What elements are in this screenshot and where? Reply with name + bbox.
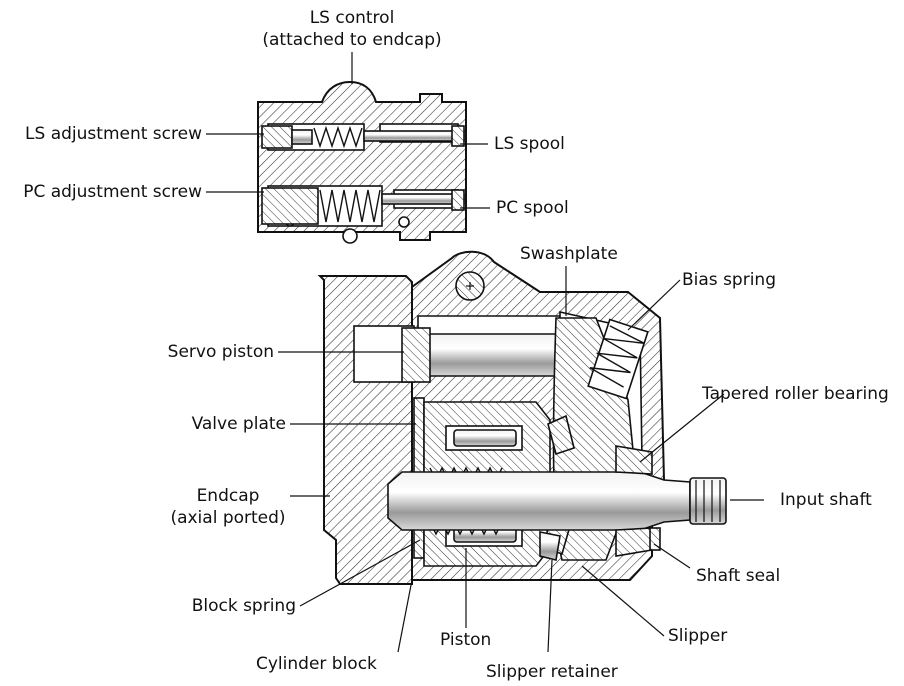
servo-piston-label: Servo piston: [167, 342, 274, 362]
slipper-retainer-part: [539, 531, 561, 561]
servo-piston-part: [401, 327, 561, 383]
input-shaft-label: Input shaft: [780, 490, 872, 510]
tapered-roller-bearing-label: Tapered roller bearing: [702, 384, 889, 404]
pc-adjustment-screw-part: [261, 187, 319, 225]
cylinder-block-label: Cylinder block: [256, 654, 377, 674]
ls-adjustment-screw-label: LS adjustment screw: [25, 124, 202, 144]
ls-spool-part: [363, 125, 465, 147]
ls-adjustment-screw-part: [261, 125, 313, 149]
valve-plate-label: Valve plate: [191, 414, 286, 434]
ls-spring-part: [313, 125, 363, 149]
input-shaft-part: [387, 471, 727, 531]
slipper-retainer-label: Slipper retainer: [486, 662, 618, 682]
piston-label: Piston: [440, 630, 492, 650]
ls-spool-label: LS spool: [494, 134, 565, 154]
pc-adjustment-screw-label: PC adjustment screw: [23, 182, 202, 202]
shaft-seal-label: Shaft seal: [696, 566, 781, 586]
block-spring-label: Block spring: [191, 596, 296, 616]
ls-control-label: LS control: [309, 8, 395, 28]
endcap-label: Endcap: [196, 486, 260, 506]
endcap-part: [317, 275, 415, 585]
ls-control-sublabel: (attached to endcap): [262, 30, 442, 50]
bias-spring-label: Bias spring: [682, 270, 776, 290]
pc-spool-part: [381, 189, 465, 211]
swashplate-label: Swashplate: [520, 244, 618, 264]
endcap-sublabel: (axial ported): [170, 508, 286, 528]
bias-spring-part: [587, 318, 649, 400]
pc-spring-part: [319, 189, 381, 223]
pc-spool-label: PC spool: [496, 198, 569, 218]
shaft-seal-part: [649, 527, 661, 551]
leader-lines: [206, 52, 764, 653]
slipper-label: Slipper: [668, 626, 728, 646]
tapered-roller-bearing-part: [615, 445, 653, 557]
